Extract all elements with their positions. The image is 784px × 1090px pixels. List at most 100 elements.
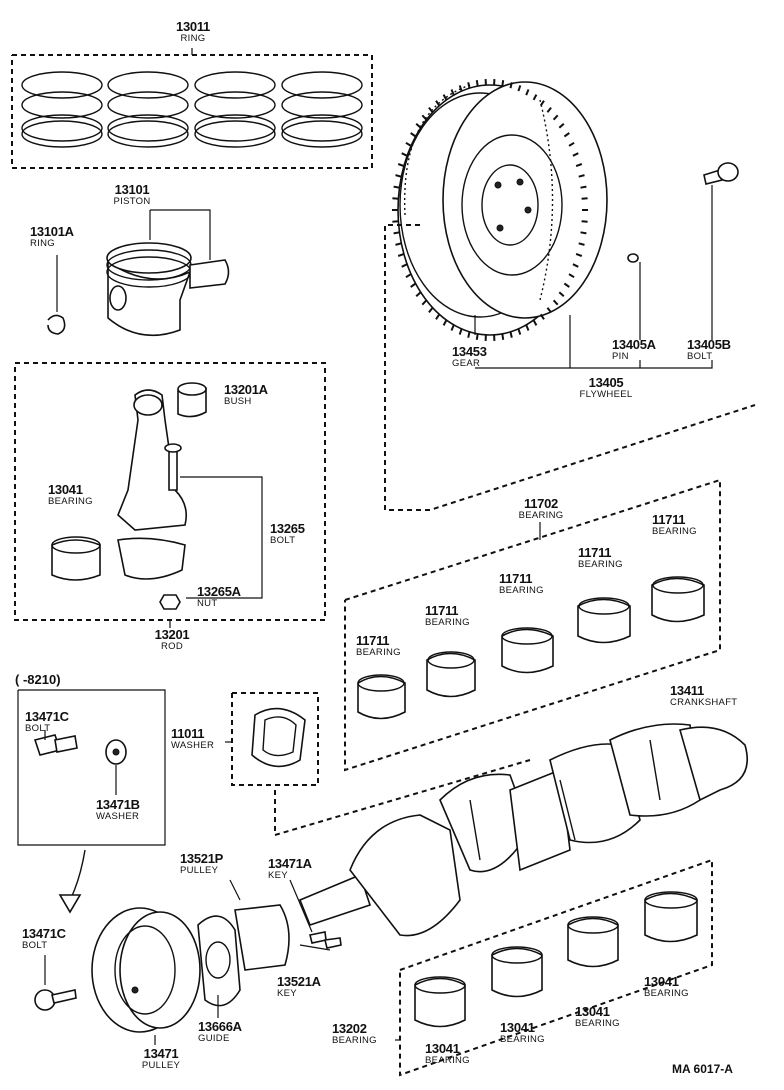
gear-tooth [442, 94, 448, 101]
part-number: 13041 [48, 482, 83, 497]
part-name: BEARING [518, 510, 564, 521]
part-name: GUIDE [198, 1033, 230, 1044]
label-13521p-pulley: 13521P PULLEY [180, 852, 223, 876]
pulley-drawing [34, 879, 342, 1045]
part-number: 13471A [268, 856, 312, 871]
gear-tooth [501, 80, 505, 87]
gear-tooth [532, 319, 538, 326]
part-number: 13521A [277, 974, 321, 989]
label-13405-flywheel: 13405 FLYWHEEL [556, 376, 656, 400]
part-name: RING [30, 238, 55, 249]
label-13202-bearing: 13202 BEARING [332, 1022, 377, 1046]
label-13453-gear: 13453 GEAR [452, 345, 487, 369]
gear-tooth [467, 82, 471, 89]
label-13471a-key: 13471A KEY [268, 857, 312, 881]
part-number: 13411 [670, 683, 704, 698]
gear-tooth [572, 152, 579, 157]
lower-bearing-group [395, 858, 713, 1077]
part-number: 13041 [425, 1041, 460, 1056]
part-name: BEARING [356, 647, 401, 658]
part-number: 13521P [180, 851, 224, 866]
lower-bearing-shells [414, 891, 698, 1028]
gear-tooth [509, 331, 513, 338]
gear-tooth [395, 242, 402, 246]
label-11711-bearing-5: 11711 BEARING [652, 513, 697, 537]
gear-tooth [410, 282, 417, 288]
part-number: 11711 [578, 545, 612, 560]
label-13201-rod: 13201 ROD [144, 628, 200, 652]
gear-tooth [392, 220, 399, 223]
ring-stack-1 [21, 71, 103, 148]
label-13101-piston: 13101 PISTON [104, 183, 160, 207]
part-number: 11011 [171, 726, 205, 741]
gear-tooth [578, 242, 585, 246]
gear-tooth [442, 319, 448, 326]
gear-tooth [405, 141, 412, 147]
part-name: KEY [268, 870, 288, 881]
ring-stack-4 [281, 71, 363, 148]
label-13041-bearing-lower-1: 13041 BEARING [425, 1042, 470, 1066]
label-13041-bearing-lower-4: 13041 BEARING [644, 975, 689, 999]
gear-tooth [421, 299, 428, 306]
part-number: 11711 [425, 603, 459, 618]
part-number: 13265A [197, 584, 241, 599]
label-13471c-bolt: 13471C BOLT [22, 927, 66, 951]
gear-tooth [450, 324, 455, 331]
gear-tooth [580, 231, 587, 235]
gear-tooth [517, 85, 522, 92]
label-11702-bearing: 11702 BEARING [508, 497, 574, 521]
gear-tooth [580, 185, 587, 189]
part-number: 13041 [644, 974, 679, 989]
part-number: 13453 [452, 344, 487, 359]
part-number: 13471C [22, 926, 66, 941]
label-13101a-ring: 13101A RING [30, 225, 74, 249]
gear-tooth [563, 282, 570, 288]
gear-tooth [578, 174, 585, 178]
part-number: 13101 [114, 182, 150, 197]
gear-tooth [581, 220, 588, 223]
gear-tooth [568, 141, 575, 147]
gear-tooth [393, 185, 400, 189]
label-13011-ring: 13011 RING [165, 20, 221, 44]
gear-tooth [581, 197, 588, 200]
gear-tooth [568, 273, 575, 279]
part-name: PULLEY [141, 1060, 181, 1071]
part-name: PISTON [113, 196, 151, 207]
gear-tooth [575, 252, 583, 257]
gear-tooth [392, 197, 399, 200]
part-number: 13011 [176, 19, 210, 34]
part-name: BEARING [652, 526, 697, 537]
part-number: 13471 [143, 1046, 179, 1061]
gear-tooth [517, 328, 522, 335]
part-number: 13405 [588, 375, 624, 390]
part-name: BEARING [578, 559, 623, 570]
gear-tooth [435, 100, 441, 107]
part-number: 13202 [332, 1021, 367, 1036]
label-13201a-bush: 13201A BUSH [224, 383, 268, 407]
part-name: WASHER [171, 740, 215, 751]
part-number: 13201 [154, 627, 190, 642]
ring-set-group [11, 48, 373, 169]
gear-tooth [563, 132, 570, 138]
main-bearing-shells [357, 576, 705, 720]
gear-tooth [539, 100, 545, 107]
figure-code: MA 6017-A [672, 1062, 733, 1076]
ring-stack-2 [107, 71, 189, 148]
part-number: 13405B [687, 337, 731, 352]
part-name: BEARING [644, 988, 689, 999]
gear-tooth [558, 291, 565, 297]
part-name: BOLT [25, 723, 51, 734]
gear-tooth [552, 114, 559, 121]
gear-tooth [410, 132, 417, 138]
part-name: BOLT [270, 535, 296, 546]
label-13405b-bolt: 13405B BOLT [687, 338, 731, 362]
part-name: CRANKSHAFT [670, 697, 738, 708]
part-number: 13265 [270, 521, 305, 536]
label-13265-bolt: 13265 BOLT [270, 522, 305, 546]
gear-tooth [558, 123, 565, 129]
label-13666a-guide: 13666A GUIDE [198, 1020, 242, 1044]
gear-tooth [525, 89, 530, 96]
part-name: BOLT [22, 940, 48, 951]
part-name: BUSH [224, 396, 252, 407]
part-number: 11702 [524, 496, 558, 511]
